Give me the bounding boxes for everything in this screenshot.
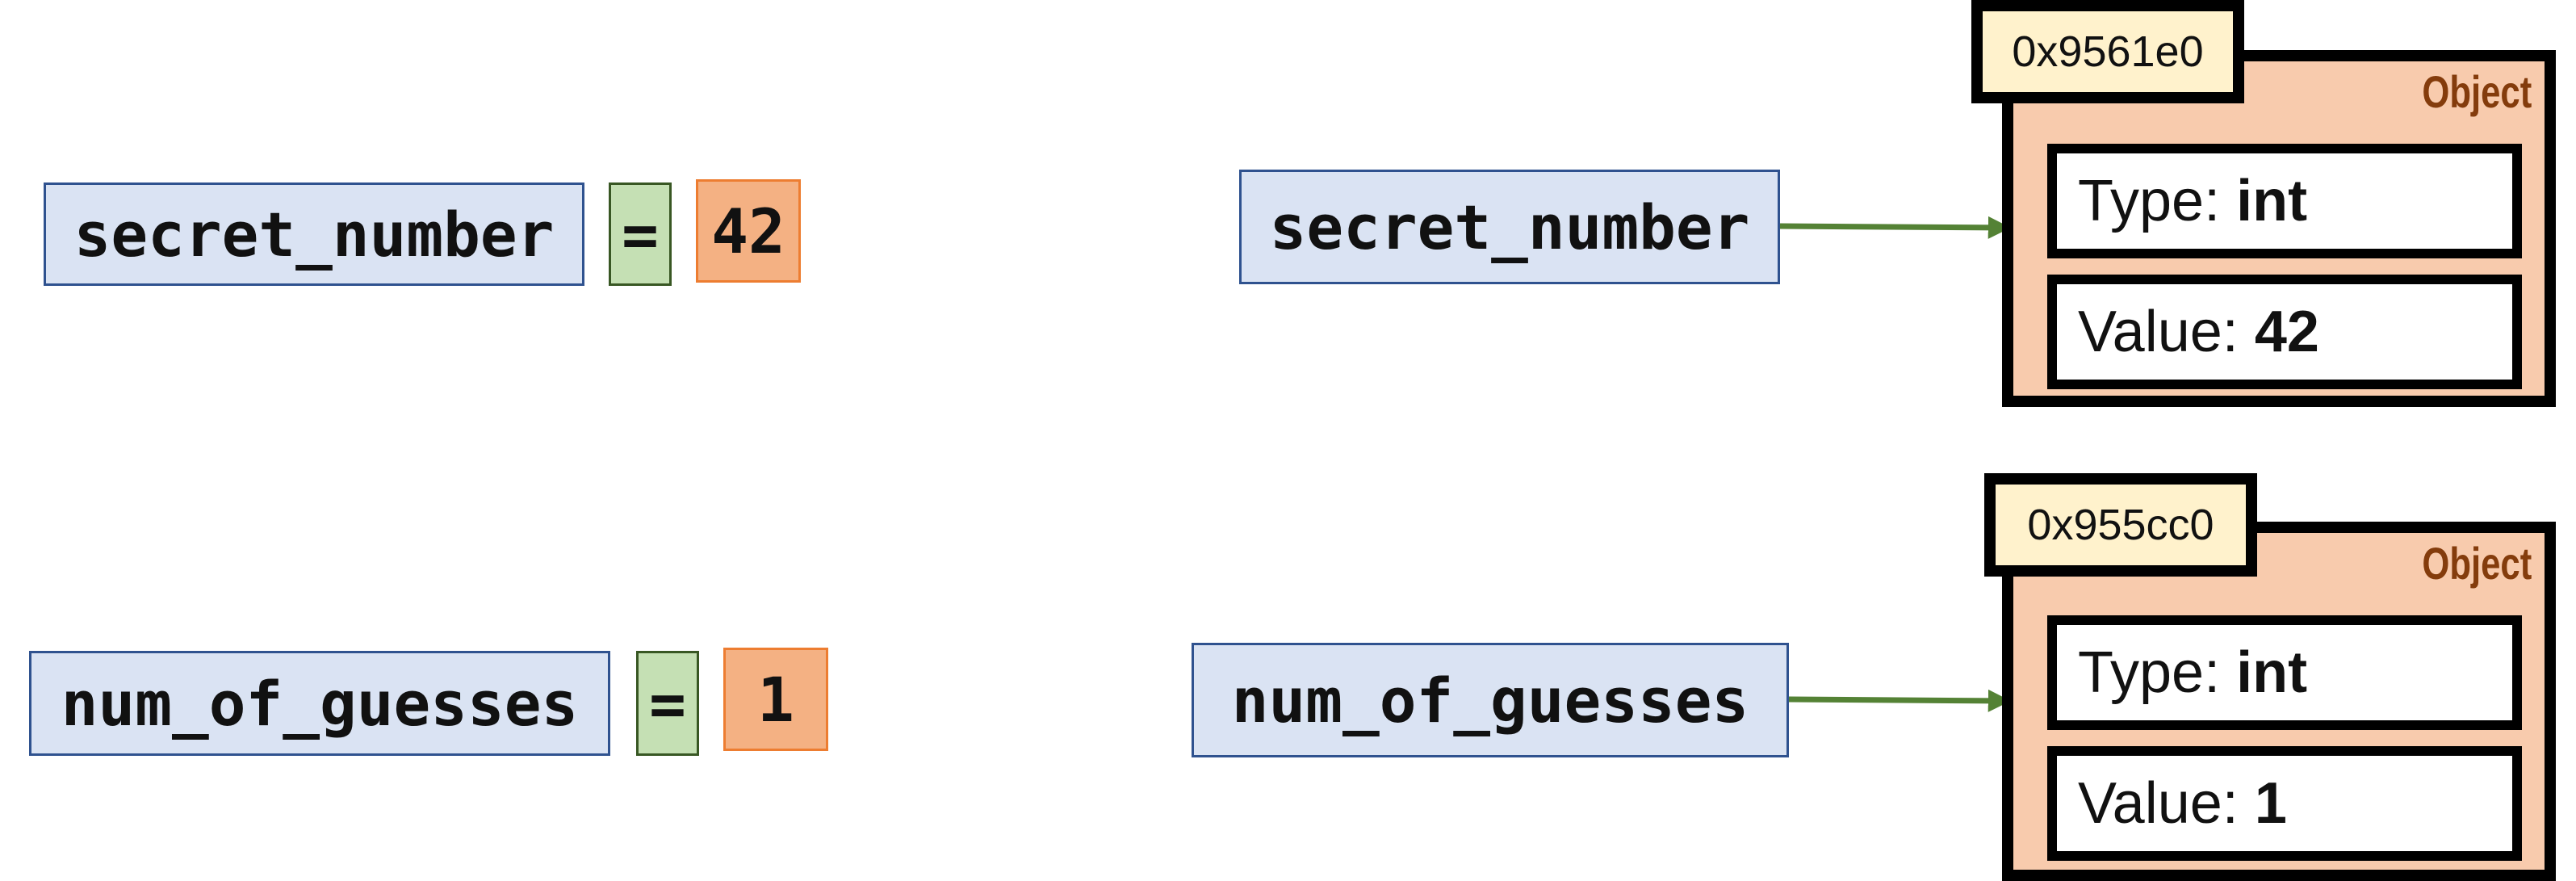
object-value-label: Value:: [2078, 771, 2255, 836]
reference-arrow-num-of-guesses: [1788, 689, 2011, 712]
object-type-field: Type: int: [2047, 144, 2522, 258]
object-type-value: int: [2236, 169, 2308, 233]
object-box-secret-number: Object Type: int Value: 42: [2002, 50, 2556, 407]
object-title: Object: [2422, 66, 2532, 117]
object-type-label: Type:: [2078, 640, 2237, 705]
object-value-field: Value: 1: [2047, 746, 2522, 861]
object-address-secret-number: 0x9561e0: [1971, 0, 2244, 103]
assignment-value: 42: [696, 179, 801, 283]
object-box-num-of-guesses: Object Type: int Value: 1: [2002, 522, 2556, 881]
assignment-operator: =: [636, 651, 699, 756]
assignment-variable-secret-number: secret_number: [44, 182, 584, 286]
assignment-value: 1: [723, 648, 828, 751]
object-value-label: Value:: [2078, 300, 2255, 364]
reference-variable-num-of-guesses: num_of_guesses: [1192, 643, 1789, 757]
assignment-operator: =: [609, 182, 672, 286]
object-type-value: int: [2236, 640, 2308, 705]
object-type-label: Type:: [2078, 169, 2237, 233]
object-address-num-of-guesses: 0x955cc0: [1984, 473, 2257, 577]
object-value-value: 42: [2254, 300, 2319, 364]
object-value-field: Value: 42: [2047, 275, 2522, 389]
assignment-variable-num-of-guesses: num_of_guesses: [29, 651, 610, 756]
object-title: Object: [2422, 538, 2532, 589]
object-value-value: 1: [2254, 771, 2287, 836]
reference-variable-secret-number: secret_number: [1239, 170, 1780, 284]
reference-arrow-secret-number: [1779, 216, 2011, 239]
object-type-field: Type: int: [2047, 615, 2522, 730]
